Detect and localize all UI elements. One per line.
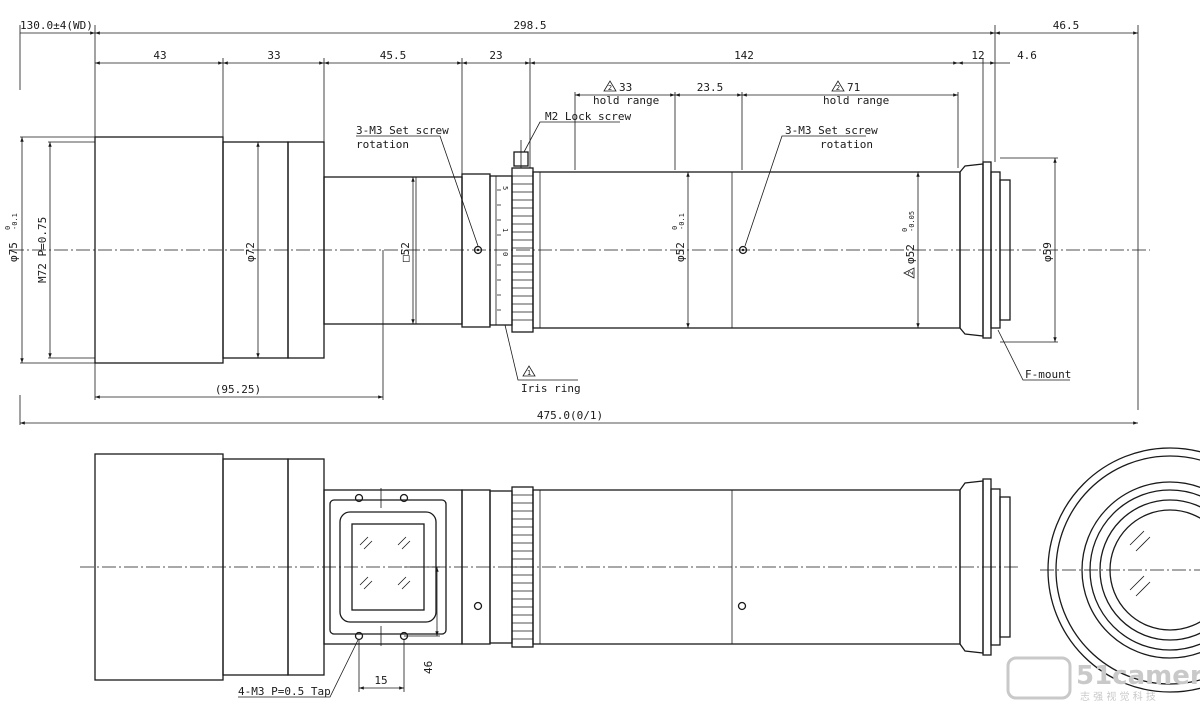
rotation-1-label: rotation [356,138,409,151]
dim-d59: φ59 [1041,242,1054,262]
dim-hold-33: 33 [619,81,632,94]
dim-d75-tol-upper: 0 [4,226,12,230]
end-view [1040,447,1200,693]
dim-d52-tol-upper: 0 [671,226,679,230]
f-mount-bayonet [999,179,1011,321]
dim-d52-tol: -0.1 [678,213,686,230]
set-screw-2-center [741,248,745,252]
dim-right-ext: 46.5 [1053,19,1080,32]
top-set-screw-1 [473,601,483,611]
rotation-2-label: rotation [820,138,873,151]
dia-mark: 2 [907,271,915,275]
hold-mark-1-triangle [603,80,617,92]
tap-hole-1 [354,493,364,503]
iris-scale-0: 0 [501,252,509,256]
top-set-screw-2 [737,601,747,611]
top-knurl-lines [512,494,533,640]
iris-ring-label: Iris ring [521,382,581,395]
dim-4-6: 4.6 [1017,49,1037,62]
lock-screw-leader [523,121,620,153]
knurl-lines [512,175,533,321]
dim-33: 33 [267,49,280,62]
iris-housing [461,173,491,328]
dim-d75-tol: -0.1 [11,213,19,230]
glass-hatch [359,536,411,590]
dim-d52b: φ52 [904,244,917,264]
dim-142: 142 [734,49,754,62]
tap-hole-2 [399,493,409,503]
dim-m72: M72 P=0.75 [36,217,49,283]
watermark-brand: 51camera [1076,661,1200,691]
set-screw-1 [473,245,483,255]
dim-hold-71: 71 [847,81,860,94]
d59-extension-lines [1000,157,1058,343]
dim-d52b-tol: -0.05 [908,211,916,232]
dim-d75-group: φ75 0 -0.1 [4,213,20,262]
set-screw-2-label: 3-M3 Set screw [785,124,878,137]
iris-scale-ticks [497,189,501,311]
dim-total-upper: 298.5 [513,19,546,32]
end-view-bayonet [1081,481,1200,659]
iris-mark: 1 [527,369,531,377]
iris-ring [489,175,513,326]
end-view-flange [1055,455,1200,685]
end-view-inner [1099,499,1200,641]
dimension-lines: 130.0±4(WD) 298.5 46.5 43 33 45.5 23 142… [4,19,1139,425]
tap-label: 4-M3 P=0.5 Tap [238,685,331,698]
dim-d52b-group: 2 φ52 0 -0.05 [901,211,917,279]
tap-hole-3 [354,631,364,641]
tap-extension-lines [358,566,440,692]
set-screw-2-leader [744,135,866,247]
f-mount-label: F-mount [1025,368,1071,381]
dim-total-length: 475.0(0/1) [537,409,603,422]
iris-mark-triangle [522,365,536,377]
watermark-logo [1006,656,1072,700]
set-screw-1-leader [356,135,479,247]
dim-43: 43 [153,49,166,62]
dim-15: 15 [374,674,387,687]
f-mount-leader [997,329,1070,381]
top-view: 15 46 4-M3 P=0.5 Tap [80,453,1020,698]
callouts: 3-M3 Set screw rotation M2 Lock screw 3-… [356,110,1071,395]
side-view: 5 1 0 [10,136,1150,364]
dim-d52: φ52 [674,242,687,262]
dim-12: 12 [971,49,984,62]
dim-23: 23 [489,49,502,62]
end-view-glass-hatch [1129,530,1151,597]
window-frame [329,499,447,635]
dim-d52b-tol-upper: 0 [901,228,909,232]
set-screw-1-label: 3-M3 Set screw [356,124,449,137]
iris-ring-leader [504,324,578,381]
dim-46: 46 [422,661,435,674]
extension-lines [19,25,1139,425]
iris-scale-1: 1 [501,228,509,232]
set-screw-2 [738,245,748,255]
hold-range-2: hold range [823,94,889,107]
lock-screw-label: M2 Lock screw [545,110,631,123]
tap-leader [238,639,359,698]
hold-mark-1: 2 [608,84,612,92]
square-section [323,176,463,325]
iris-scale-5: 5 [501,186,509,190]
dim-d72: φ72 [244,242,257,262]
dim-d52-group: φ52 0 -0.1 [671,213,687,262]
dim-sq52: □52 [399,242,412,262]
watermark-subtitle: 志 强 视 觉 科 技 [1080,690,1156,703]
hold-mark-2: 2 [836,84,840,92]
dim-95-25: (95.25) [215,383,261,396]
set-screw-1-center [476,248,480,252]
dim-d75: φ75 [7,242,20,262]
diameter-extension-lines [20,136,95,364]
hold-range-1: hold range [593,94,659,107]
dim-23-5: 23.5 [697,81,724,94]
dim-45-5: 45.5 [380,49,407,62]
dim-wd: 130.0±4(WD) [20,19,93,32]
watermark: 51camera 志 强 视 觉 科 技 [1006,656,1200,703]
top-f-mount-bayonet [999,496,1011,638]
dia-mark-triangle [903,267,915,279]
hold-mark-2-triangle [831,80,845,92]
